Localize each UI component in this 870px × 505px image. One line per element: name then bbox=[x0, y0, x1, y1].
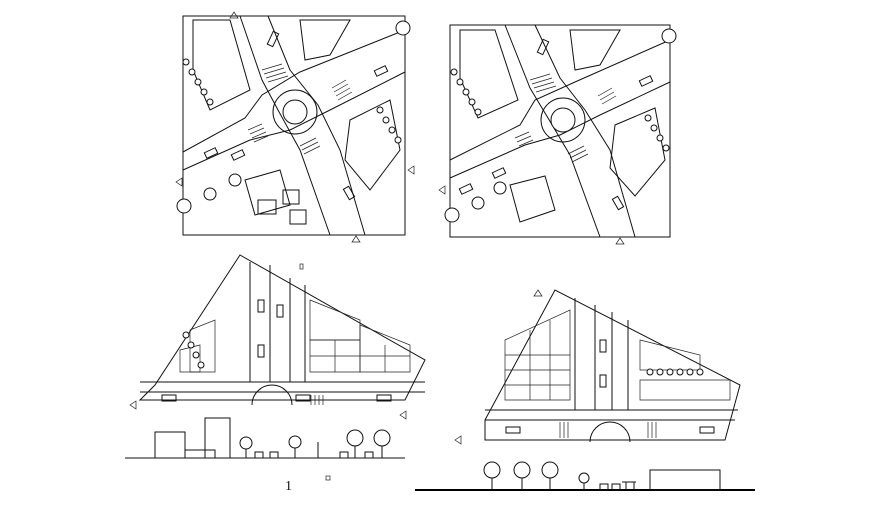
plan-top-right bbox=[438, 24, 677, 245]
building bbox=[569, 29, 621, 71]
large-tree bbox=[444, 28, 677, 223]
section-marker bbox=[129, 400, 407, 420]
elevation-left bbox=[125, 417, 405, 459]
elevation-tree bbox=[239, 429, 391, 458]
car bbox=[161, 299, 392, 402]
site-boundary bbox=[138, 254, 426, 401]
building bbox=[289, 209, 307, 225]
building bbox=[344, 99, 401, 191]
crosswalk bbox=[514, 73, 617, 163]
cul-de-sac bbox=[251, 384, 293, 406]
plan-top-left bbox=[175, 11, 415, 243]
plan-frame bbox=[449, 24, 671, 238]
building bbox=[244, 169, 291, 216]
elevation-shrubs bbox=[599, 481, 636, 491]
section-marker bbox=[454, 289, 543, 445]
car bbox=[203, 30, 389, 201]
large-tree bbox=[176, 20, 411, 214]
building bbox=[192, 19, 251, 111]
building bbox=[257, 199, 277, 215]
section-marker bbox=[175, 11, 415, 243]
building bbox=[282, 189, 300, 205]
elevation-right bbox=[415, 461, 755, 491]
sheet-label: 1 bbox=[285, 479, 292, 494]
building bbox=[509, 175, 556, 223]
car bbox=[458, 38, 654, 211]
site-boundary bbox=[484, 289, 741, 441]
cul-de-sac bbox=[589, 421, 631, 443]
building bbox=[459, 29, 519, 119]
tree-row bbox=[182, 58, 402, 144]
plan-bottom-left bbox=[129, 254, 426, 420]
roundabout-tree bbox=[282, 99, 308, 125]
small-marker bbox=[299, 263, 304, 270]
roundabout bbox=[272, 89, 318, 135]
crosswalk bbox=[559, 422, 657, 438]
building-blocks bbox=[504, 309, 731, 401]
building-elevation bbox=[649, 469, 721, 491]
tree-row bbox=[646, 368, 704, 376]
building bbox=[299, 19, 351, 61]
tree-row bbox=[450, 68, 670, 152]
building bbox=[609, 107, 666, 197]
roundabout-tree bbox=[550, 107, 576, 133]
section-marker bbox=[438, 185, 625, 245]
plan-bottom-right bbox=[454, 289, 741, 445]
roundabout bbox=[540, 97, 586, 143]
car bbox=[505, 339, 715, 434]
building-elevation bbox=[154, 431, 186, 459]
plan-frame bbox=[182, 15, 406, 236]
building-elevation bbox=[204, 417, 231, 459]
crosswalk bbox=[310, 395, 324, 405]
crosswalk bbox=[247, 63, 353, 155]
tree-row bbox=[182, 331, 205, 369]
small-marker bbox=[325, 475, 331, 481]
elevation-tree bbox=[483, 461, 590, 490]
building-blocks bbox=[179, 299, 411, 373]
elevation-shrubs bbox=[254, 442, 374, 459]
